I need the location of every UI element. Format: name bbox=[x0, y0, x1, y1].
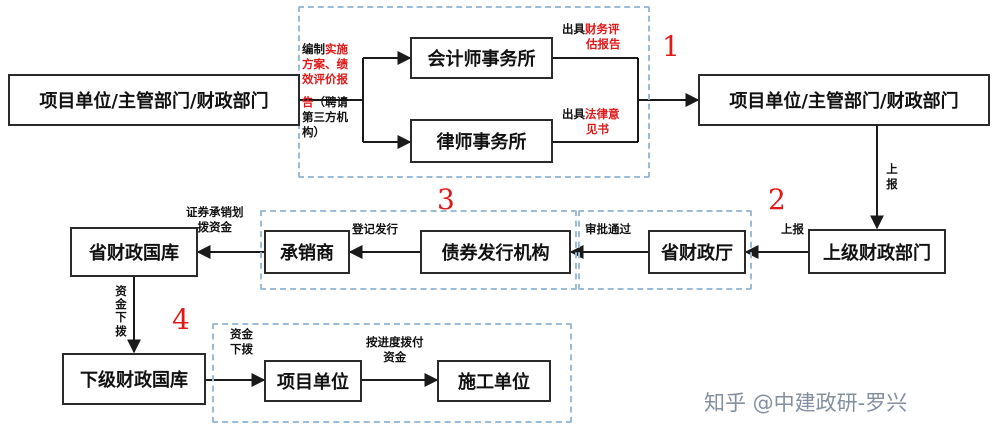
label-funds-down-vertical: 资 金 下 拨 bbox=[114, 284, 128, 338]
node-provincial-finance-dept: 省财政厅 bbox=[648, 230, 746, 274]
node-bond-issuer: 债券发行机构 bbox=[420, 230, 571, 274]
label-progress-pay-b: 资金 bbox=[383, 349, 407, 364]
label-report-up-horizontal: 上报 bbox=[781, 222, 804, 236]
label-progress-pay: 按进度拨付 资金 bbox=[366, 335, 424, 365]
label-compile-text-a: 编制 bbox=[302, 42, 325, 56]
node-lower-treasury: 下级财政国库 bbox=[62, 353, 206, 405]
label-funds-allocate: 资金 下拨 bbox=[230, 327, 253, 357]
label-issue-fin-c: 估报告 bbox=[586, 36, 621, 51]
label-report-up-vertical: 上 报 bbox=[885, 162, 899, 192]
node-upper-finance: 上级财政部门 bbox=[808, 229, 946, 274]
node-law-firm: 律师事务所 bbox=[410, 119, 553, 163]
node-accounting-firm: 会计师事务所 bbox=[410, 37, 553, 79]
label-compile-text-d: 效评价报 bbox=[302, 71, 348, 86]
group-frame-step3 bbox=[260, 210, 577, 290]
node-underwriter: 承销商 bbox=[264, 230, 350, 274]
label-funds-down-2: 金 bbox=[115, 297, 127, 312]
label-issue-law-c: 见书 bbox=[586, 121, 609, 136]
step-number-2: 2 bbox=[768, 183, 786, 216]
label-compile-text-c: 方案、绩 bbox=[302, 56, 348, 71]
label-issue-fin-b: 财务评 bbox=[585, 22, 620, 36]
watermark-text: 知乎 @中建政研-罗兴 bbox=[704, 391, 908, 415]
node-project-unit-right: 项目单位/主管部门/财政部门 bbox=[698, 74, 990, 126]
label-funds-down-4: 拨 bbox=[115, 323, 127, 338]
label-issue-financial: 出具财务评 估报告 bbox=[562, 22, 621, 52]
label-compile-text-f: （聘请 bbox=[313, 94, 349, 109]
step-number-3: 3 bbox=[437, 183, 455, 216]
label-compile-text-e: 告 bbox=[302, 94, 314, 109]
node-provincial-treasury: 省财政国库 bbox=[70, 227, 198, 277]
label-progress-pay-a: 按进度拨付 bbox=[366, 335, 424, 349]
label-compile-text-h: 构） bbox=[302, 124, 325, 139]
label-report-up-1: 上 bbox=[886, 162, 898, 176]
label-securities-funds: 证券承销划 拨资金 bbox=[186, 205, 244, 235]
label-approved: 审批通过 bbox=[585, 222, 631, 236]
label-compile-text-g: 第三方机 bbox=[302, 109, 348, 124]
label-compile-text-b: 实施 bbox=[325, 42, 348, 56]
step-number-4: 4 bbox=[172, 303, 190, 336]
label-funds-down-1: 资 bbox=[115, 284, 127, 298]
label-issue-law-a: 出具 bbox=[562, 107, 585, 121]
label-register-issue: 登记发行 bbox=[352, 222, 398, 236]
node-construction-unit: 施工单位 bbox=[437, 360, 551, 402]
label-funds-down-3: 下 bbox=[115, 310, 127, 325]
label-report-up-2: 报 bbox=[886, 176, 898, 191]
node-project-unit-left: 项目单位/主管部门/财政部门 bbox=[8, 74, 300, 126]
group-frame-step2 bbox=[578, 210, 752, 290]
step-number-1: 1 bbox=[662, 30, 680, 63]
label-securities-b: 拨资金 bbox=[197, 219, 233, 234]
group-frame-step4 bbox=[212, 323, 572, 423]
label-issue-fin-a: 出具 bbox=[562, 22, 585, 36]
label-issue-legal: 出具法律意 见书 bbox=[562, 107, 620, 137]
node-project-unit-bottom: 项目单位 bbox=[264, 360, 362, 402]
label-compile-plan: 编制实施 方案、绩 效评价报 告（聘请 第三方机 构） bbox=[302, 42, 362, 140]
label-securities-a: 证券承销划 bbox=[186, 205, 244, 219]
label-issue-law-b: 法律意 bbox=[585, 107, 620, 121]
label-funds-alloc-b: 下拨 bbox=[230, 341, 253, 356]
label-funds-alloc-a: 资金 bbox=[230, 327, 253, 341]
